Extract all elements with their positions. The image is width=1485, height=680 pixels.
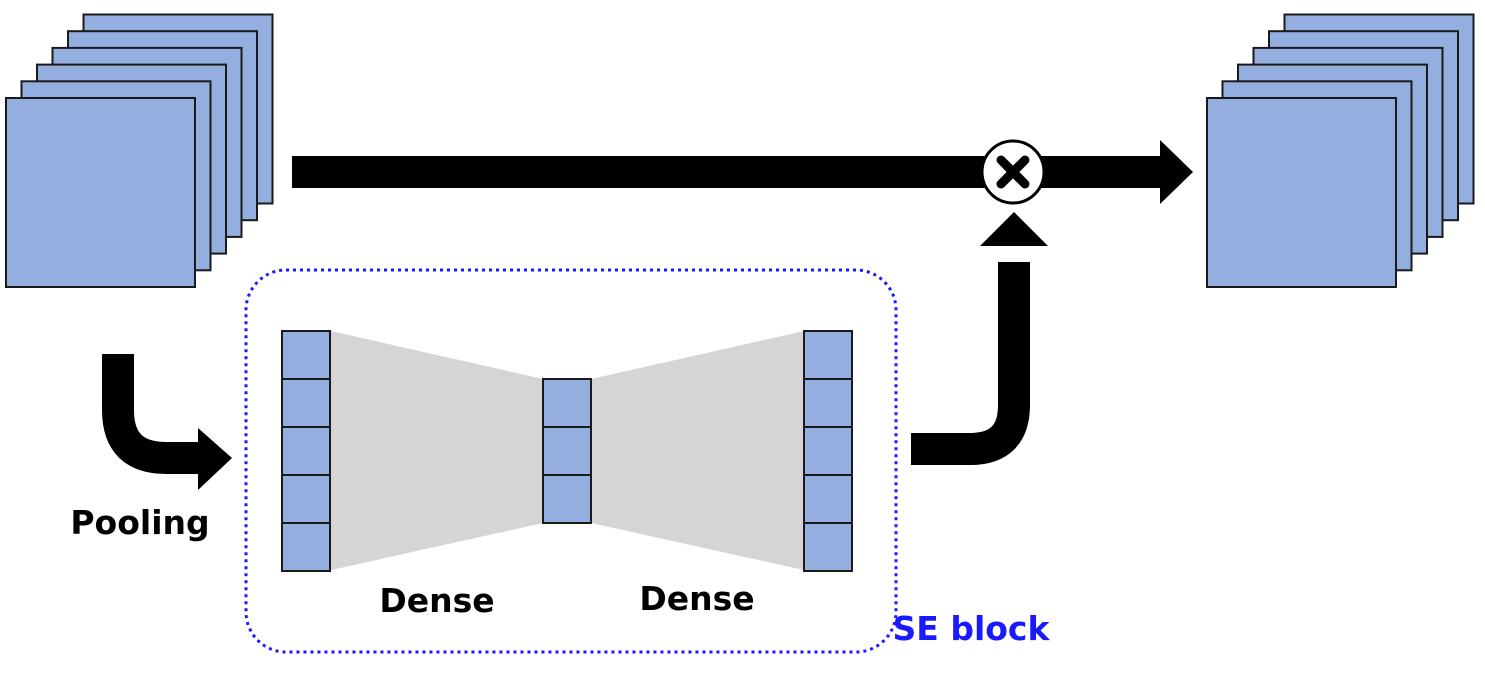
pooling-label: Pooling [70, 503, 209, 542]
main-path-arrow [292, 140, 1193, 204]
dense-2-unit-1 [803, 330, 853, 380]
dense-2-output-column [803, 330, 853, 572]
excitation-arrow [911, 262, 1030, 465]
bottleneck-unit-3 [542, 474, 592, 524]
dense-1-unit-5 [281, 522, 331, 572]
dense-1-unit-2 [281, 378, 331, 428]
se-block-label: SE block [893, 609, 1051, 648]
bottleneck-column [542, 378, 592, 524]
excitation-arrowhead [980, 212, 1048, 246]
dense-2-unit-5 [803, 522, 853, 572]
output-feature-maps [1206, 13, 1475, 288]
dense-1-unit-4 [281, 474, 331, 524]
input-feature-map-1 [5, 97, 196, 288]
multiply-node [980, 139, 1046, 205]
dense-2-label: Dense [639, 579, 754, 618]
dense-2-unit-3 [803, 426, 853, 476]
dense-1-unit-1 [281, 330, 331, 380]
dense-2-funnel [591, 331, 804, 570]
output-feature-map-1 [1206, 97, 1397, 288]
pooling-arrow [102, 354, 204, 474]
bottleneck-unit-1 [542, 378, 592, 428]
multiply-icon [996, 155, 1030, 189]
input-feature-maps [5, 13, 274, 288]
dense-1-input-column [281, 330, 331, 572]
dense-1-funnel [331, 331, 543, 570]
se-block-border [244, 268, 898, 654]
bottleneck-unit-2 [542, 426, 592, 476]
dense-2-unit-2 [803, 378, 853, 428]
pooling-arrowhead [198, 428, 232, 490]
dense-2-unit-4 [803, 474, 853, 524]
dense-1-label: Dense [379, 581, 494, 620]
dense-1-unit-3 [281, 426, 331, 476]
